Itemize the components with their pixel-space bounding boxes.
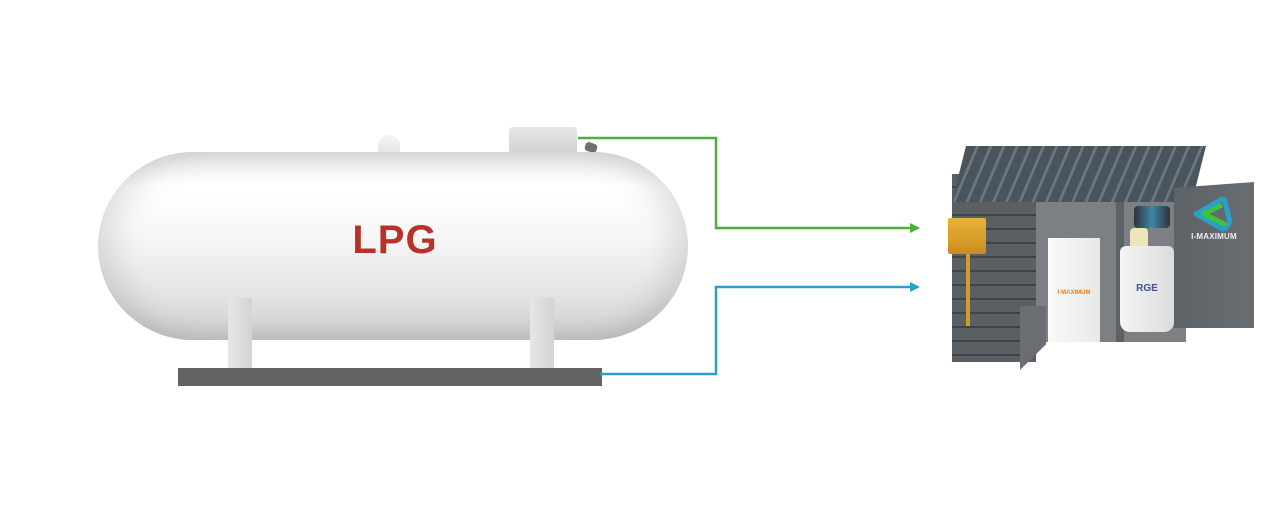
logo-text: I-MAXIMUM <box>1191 232 1237 241</box>
tank-label: LPG <box>352 218 438 262</box>
regulator-label: RGE <box>1136 283 1158 294</box>
liquid-line-arrow <box>600 282 920 376</box>
vaporizer-station: I-MAXIMUM RGE I-MAXIMUM <box>946 146 1256 372</box>
regulator-piping <box>1134 206 1170 228</box>
tank-dome <box>378 135 400 157</box>
i-maximum-logo-icon <box>1193 195 1233 233</box>
regulator-tank <box>1120 246 1174 332</box>
junction-box <box>948 218 986 254</box>
tank-leg-left <box>228 298 252 370</box>
station-roof <box>952 146 1206 202</box>
vapor-line-arrow <box>578 136 920 233</box>
tank-leg-right <box>530 298 554 370</box>
vaporizer-unit <box>1048 238 1100 342</box>
junction-pipe <box>966 254 970 326</box>
regulator-top <box>1130 228 1148 250</box>
tank-base <box>178 368 602 386</box>
tank-body <box>98 152 688 340</box>
vaporizer-label: I-MAXIMUM <box>1057 290 1091 296</box>
